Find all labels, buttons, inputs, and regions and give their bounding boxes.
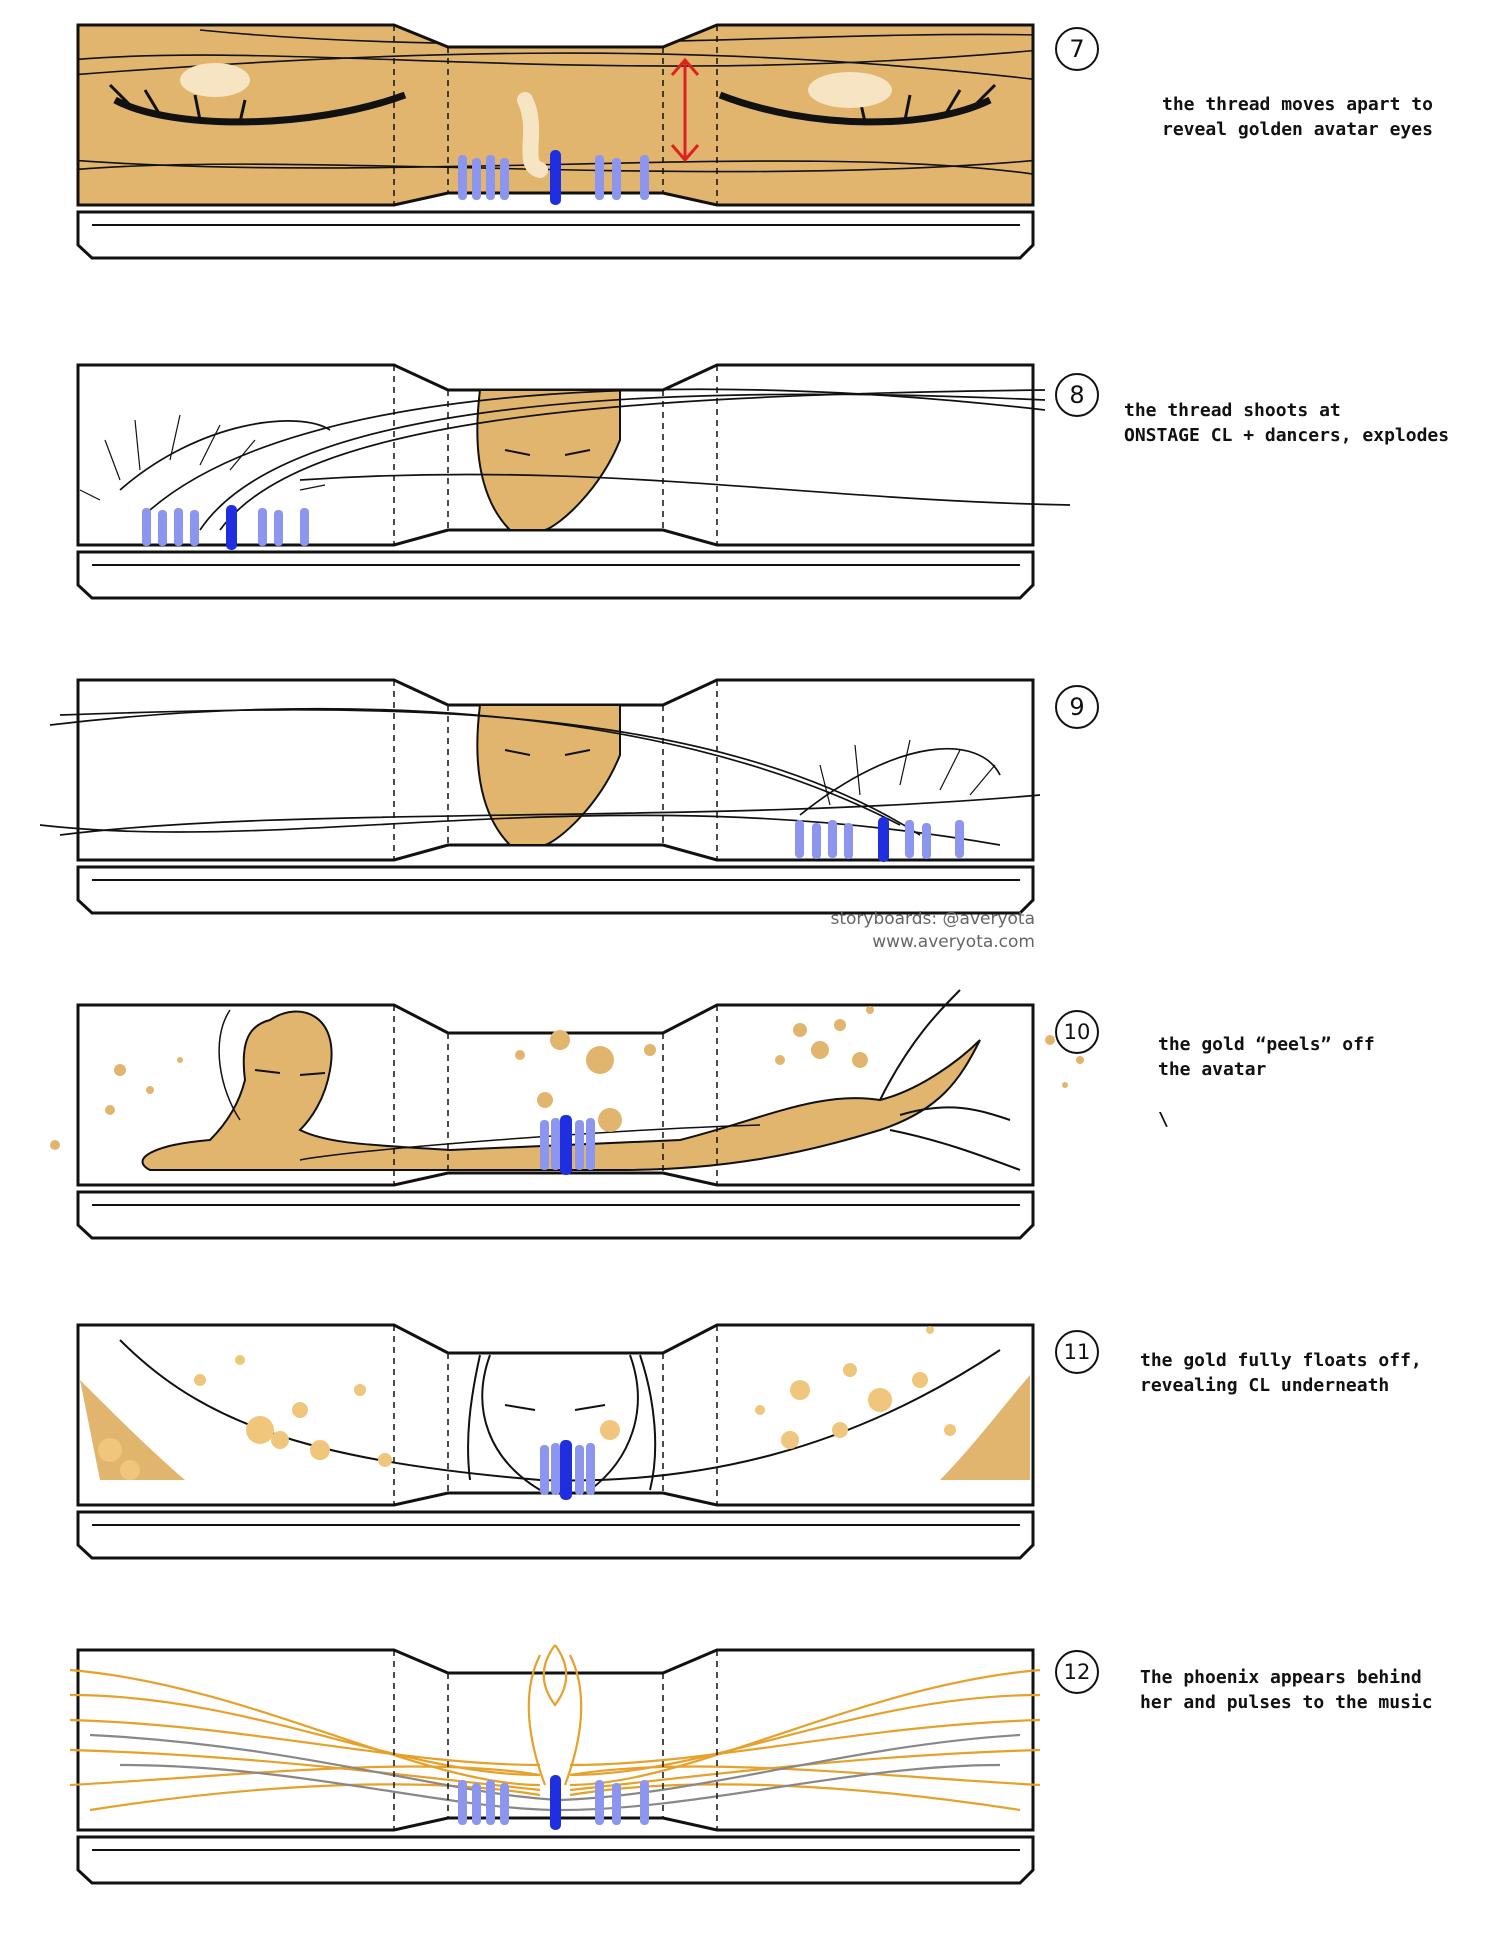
caption-12-line-2: her and pulses to the music [1140, 1692, 1433, 1713]
caption-12-line-1: The phoenix appears behind [1140, 1667, 1422, 1688]
caption-7-line-1: the thread moves apart to [1162, 94, 1433, 115]
stage-sketch-8 [76, 363, 1071, 600]
caption-10-line-1: the gold “peels” off [1158, 1034, 1375, 1055]
dancers-group [540, 1440, 595, 1500]
panel-number-11: 11 [1055, 1330, 1099, 1374]
storyboard-panel-10: 10 the gold “peels” off the avatar \ [0, 980, 1500, 1280]
storyboard-panel-12: 12 The phoenix appears behind her and pu… [0, 1625, 1500, 1925]
storyboard-panel-11: 11 the gold fully floats off, revealing … [0, 1300, 1500, 1600]
caption-10-line-2: the avatar [1158, 1059, 1267, 1080]
dancers-group [795, 817, 964, 862]
stage-sketch-9 [39, 678, 1041, 915]
avatar-peeling-figure [141, 989, 1021, 1171]
panel-number-9: 9 [1055, 685, 1099, 729]
caption-11-line-2: revealing CL underneath [1140, 1375, 1390, 1396]
credit-website: www.averyota.com [872, 932, 1035, 952]
caption-7: the thread moves apart to reveal golden … [1162, 92, 1433, 142]
storyboard-credit: storyboards: @averyota www.averyota.com [830, 908, 1035, 954]
avatar-face-icon [476, 704, 621, 846]
caption-7-line-2: reveal golden avatar eyes [1162, 119, 1433, 140]
stage-sketch-12 [69, 1644, 1041, 1885]
caption-8-line-2: ONSTAGE CL + dancers, explodes [1124, 425, 1450, 446]
caption-8: the thread shoots at ONSTAGE CL + dancer… [1124, 398, 1449, 448]
dancers-group [458, 150, 649, 205]
credit-handle: storyboards: @averyota [830, 909, 1035, 929]
caption-11-line-1: the gold fully floats off, [1140, 1350, 1422, 1371]
panel-number-10: 10 [1055, 1010, 1099, 1054]
storyboard-panel-7: 7 the thread moves apart to reveal golde… [0, 0, 1500, 300]
storyboard-panel-9: 9 [0, 655, 1500, 955]
dancers-group [142, 505, 309, 550]
panel-number-7: 7 [1055, 27, 1099, 71]
dancers-group [458, 1775, 649, 1830]
closed-eye-right-icon [718, 72, 997, 126]
stage-sketch-10 [50, 989, 1084, 1240]
panel-number-12: 12 [1055, 1650, 1099, 1694]
caption-11: the gold fully floats off, revealing CL … [1140, 1348, 1422, 1398]
closed-eye-left-icon [108, 63, 407, 126]
stage-sketch-7 [76, 23, 1035, 260]
caption-10: the gold “peels” off the avatar \ [1158, 1032, 1375, 1132]
avatar-face-icon [476, 389, 621, 531]
storyboard-panel-8: 8 the thread shoots at ONSTAGE CL + danc… [0, 340, 1500, 640]
arrow-up-down-icon [670, 57, 700, 163]
caption-8-line-1: the thread shoots at [1124, 400, 1341, 421]
stage-sketch-11 [76, 1323, 1035, 1560]
panel-number-8: 8 [1055, 373, 1099, 417]
caption-10-line-3: \ [1158, 1109, 1169, 1130]
phoenix-icon [69, 1644, 1041, 1812]
dancers-group [540, 1115, 595, 1175]
caption-12: The phoenix appears behind her and pulse… [1140, 1665, 1433, 1715]
